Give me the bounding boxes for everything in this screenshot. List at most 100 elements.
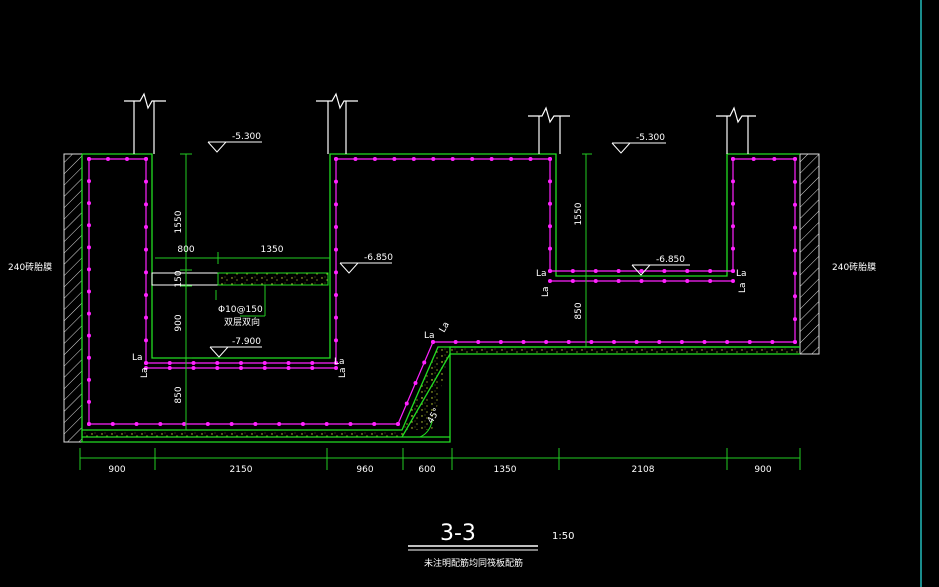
rebar-dot bbox=[731, 246, 735, 251]
anchor-label: La bbox=[334, 357, 345, 367]
rebar-dot bbox=[353, 157, 358, 161]
rebar-dot bbox=[262, 361, 267, 365]
rebar-dot bbox=[770, 340, 775, 344]
rebar-dot bbox=[392, 157, 397, 161]
rebar-dot bbox=[396, 422, 400, 426]
rebar-dot bbox=[404, 401, 409, 406]
rebar-dot bbox=[793, 317, 797, 322]
anchor-label: La bbox=[140, 367, 150, 378]
rebar-dot bbox=[793, 157, 797, 161]
rebar-dot bbox=[167, 361, 172, 365]
rebar-dot bbox=[334, 293, 338, 297]
dim-bottom-1: 2150 bbox=[230, 465, 253, 475]
rebar-dot bbox=[470, 157, 475, 161]
rebar-dot bbox=[239, 366, 243, 370]
rebar-dot bbox=[751, 157, 756, 161]
rebar-dot bbox=[87, 377, 91, 382]
rebar-dot bbox=[286, 361, 291, 365]
rebar-dot bbox=[450, 157, 455, 161]
rebar-dot bbox=[334, 270, 338, 275]
rebar-dot bbox=[685, 279, 690, 283]
anchor-label: La bbox=[536, 269, 547, 279]
rebar-dot bbox=[413, 381, 418, 385]
rebar-dot bbox=[793, 271, 797, 276]
right-wall-label: 240砖胎膜 bbox=[832, 261, 876, 273]
rebar-dot bbox=[87, 223, 91, 228]
rebar-dot bbox=[548, 201, 552, 206]
rebar-dot bbox=[431, 340, 435, 344]
section-note: 未注明配筋均同筏板配筋 bbox=[424, 557, 523, 569]
rebar-dot bbox=[593, 269, 598, 273]
rebar-dot bbox=[87, 267, 91, 272]
rebar-dot bbox=[747, 340, 752, 344]
rebar-dot bbox=[144, 225, 148, 229]
rebar-dot bbox=[548, 179, 552, 184]
dim-bottom-6: 900 bbox=[754, 465, 771, 475]
rebar-dot bbox=[87, 311, 91, 316]
rebar-dot bbox=[310, 361, 315, 365]
rebar-dot bbox=[87, 289, 91, 294]
rebar-dot bbox=[639, 269, 644, 273]
left-brick-wall bbox=[63, 153, 83, 443]
dimension-lines bbox=[79, 153, 801, 470]
dim-right-upper: 1550 bbox=[574, 202, 584, 225]
rebar-dot bbox=[731, 269, 735, 273]
anchor-label: La bbox=[338, 367, 348, 378]
rebar-dot bbox=[548, 269, 552, 273]
rebar-dot bbox=[144, 293, 148, 297]
dim-bottom-0: 900 bbox=[108, 465, 125, 475]
section-title: 3-3 bbox=[440, 521, 476, 546]
rebar-dot bbox=[793, 248, 797, 253]
rebar-dot bbox=[158, 422, 163, 426]
dim-1350: 1350 bbox=[261, 245, 284, 255]
rebar-lines bbox=[88, 158, 796, 425]
anchor-label: La bbox=[438, 320, 452, 334]
rebar-dot bbox=[498, 340, 503, 344]
rebar-dot bbox=[87, 399, 91, 404]
rebar-dot bbox=[566, 340, 571, 344]
rebar-dot bbox=[544, 340, 549, 344]
rebar-dot bbox=[87, 355, 91, 360]
rebar-dot bbox=[731, 201, 735, 206]
rebar-dot bbox=[144, 366, 148, 370]
rebar-dot bbox=[144, 247, 148, 252]
rebar-dot bbox=[772, 157, 777, 161]
anchor-label: La bbox=[736, 269, 747, 279]
rebar-dot bbox=[144, 338, 148, 343]
rebar-dot bbox=[411, 157, 416, 161]
rebar-dot bbox=[422, 360, 427, 365]
rebar-dot bbox=[300, 422, 305, 426]
rebar-dot bbox=[702, 340, 707, 344]
rebar-dot bbox=[310, 366, 315, 370]
rebar-dot bbox=[548, 246, 552, 251]
rebar-dot bbox=[106, 157, 110, 161]
rebar-dot bbox=[431, 157, 436, 161]
rebar-dot bbox=[167, 366, 172, 370]
rebar-note-layers: 双层双向 bbox=[224, 316, 260, 328]
rebar-dot bbox=[793, 179, 797, 184]
rebar-dot bbox=[685, 269, 690, 273]
rebar-dot bbox=[334, 315, 338, 320]
rebar-dot bbox=[708, 279, 713, 283]
rebar-dot bbox=[134, 422, 139, 426]
rebar-dot bbox=[229, 422, 234, 426]
rebar-dot bbox=[253, 422, 258, 426]
dim-bottom-2: 960 bbox=[356, 465, 373, 475]
rebar-dot bbox=[528, 157, 533, 161]
anchor-label: La bbox=[424, 331, 435, 341]
rebar-dot bbox=[793, 225, 797, 230]
rebar-dot bbox=[453, 340, 458, 344]
rebar-dot bbox=[731, 224, 735, 229]
rebar-dot bbox=[616, 269, 621, 273]
rebar-dot bbox=[679, 340, 684, 344]
wall-break-lines bbox=[124, 92, 756, 154]
section-scale: 1:50 bbox=[552, 531, 574, 542]
dim-bottom-5: 2108 bbox=[632, 465, 655, 475]
dim-right-lower: 850 bbox=[574, 302, 584, 319]
rebar-dot bbox=[215, 361, 220, 365]
rebar-dot bbox=[589, 340, 594, 344]
rebar-dot bbox=[262, 366, 267, 370]
rebar-dot bbox=[548, 279, 552, 283]
dim-bottom-4: 1350 bbox=[494, 465, 517, 475]
level-mid-left: -6.850 bbox=[364, 253, 393, 263]
